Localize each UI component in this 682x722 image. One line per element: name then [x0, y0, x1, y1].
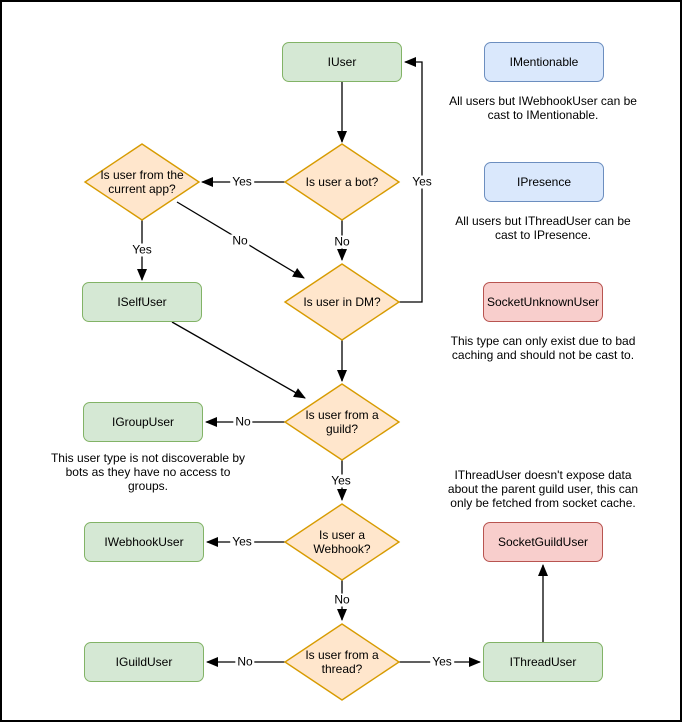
node-socketunknownuser: SocketUnknownUser [483, 282, 603, 322]
edge-label-guild-yes: Yes [329, 473, 353, 488]
note-ithreaduser: IThreadUser doesn't expose data about th… [447, 468, 639, 510]
note-socketunknownuser: This type can only exist due to bad cach… [450, 334, 636, 362]
node-iwebhookuser: IWebhookUser [84, 522, 204, 562]
node-iselfuser: ISelfUser [82, 282, 202, 322]
edge-label-guild-no: No [233, 414, 253, 429]
decision-is-webhook-shape [283, 503, 401, 581]
edge-label-bot-yes: Yes [230, 174, 254, 189]
edge-label-thread-no: No [235, 654, 255, 669]
node-iuser: IUser [282, 42, 402, 82]
node-ipresence: IPresence [484, 162, 604, 202]
decision-is-guild-shape [283, 383, 401, 461]
node-iguilduser: IGuildUser [84, 642, 204, 682]
edge-label-bot-no: No [332, 234, 352, 249]
edge-label-thread-yes: Yes [430, 654, 454, 669]
note-igroupuser: This user type is not discoverable by bo… [50, 451, 246, 493]
edge-label-webhook-no: No [332, 592, 352, 607]
edge-label-dm-yes: Yes [410, 174, 434, 189]
edge-label-app-yes: Yes [130, 242, 154, 257]
edge-label-webhook-yes: Yes [230, 534, 254, 549]
decision-is-current-app-shape [83, 143, 201, 221]
node-ithreaduser: IThreadUser [483, 642, 603, 682]
decision-is-bot-shape [283, 143, 401, 221]
decision-is-thread-shape [283, 623, 401, 701]
note-ipresence: All users but IThreadUser can be cast to… [455, 214, 631, 242]
node-socketguilduser: SocketGuildUser [483, 522, 603, 562]
node-imentionable: IMentionable [484, 42, 604, 82]
edge-label-app-no: No [230, 233, 250, 248]
note-imentionable: All users but IWebhookUser can be cast t… [449, 94, 637, 122]
edge-iselfuser-to-isguild [171, 321, 306, 399]
node-igroupuser: IGroupUser [83, 402, 203, 442]
decision-is-dm-shape [283, 263, 401, 341]
